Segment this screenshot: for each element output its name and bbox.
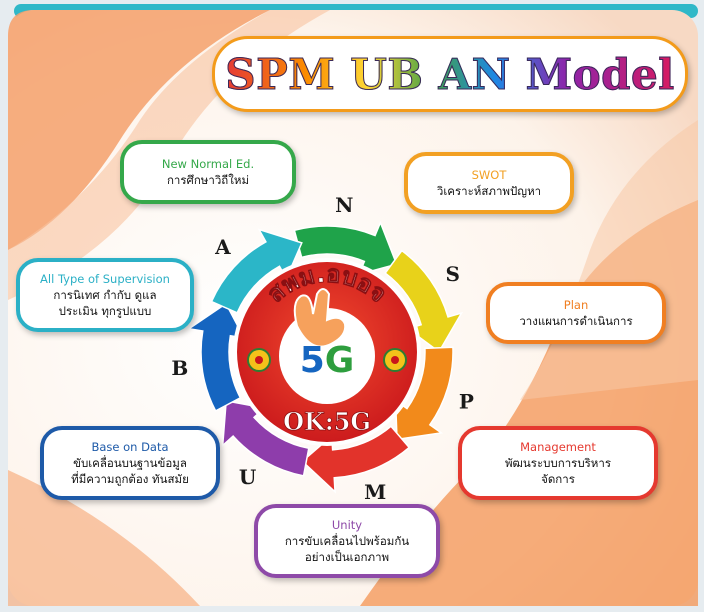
concept-description: พัฒนระบบการบริหาร — [504, 455, 612, 470]
cycle-letter-b: B — [171, 356, 188, 380]
hand-ok-icon — [293, 288, 347, 348]
cycle-letter-u: U — [239, 465, 256, 489]
concept-description: การนิเทศ กำกับ ดูแล — [53, 287, 157, 302]
cycle-letter-p: P — [459, 390, 474, 414]
concept-title: Base on Data — [91, 439, 169, 454]
concept-description: วางแผนการดำเนินการ — [519, 313, 633, 328]
concept-description: วิเคราะห์สภาพปัญหา — [436, 183, 542, 198]
concept-description: การศึกษาวิถีใหม่ — [166, 172, 250, 187]
hub-seal-icon — [383, 348, 407, 372]
swoosh-bottom-left — [8, 470, 200, 606]
concept-description: การขับเคลื่อนไปพร้อมกัน — [284, 533, 410, 548]
concept-description: จัดการ — [541, 471, 575, 486]
hub-center-label: 5G — [300, 340, 355, 381]
cycle-letter-m: M — [364, 480, 386, 504]
hub-bottom-label: OK:5G — [283, 407, 371, 436]
concept-description: ประเมิน ทุกรูปแบบ — [58, 303, 152, 318]
hub-seal-icon — [247, 348, 271, 372]
concept-title: All Type of Supervision — [40, 271, 170, 286]
cycle-ring: N S P M U B A — [171, 193, 474, 504]
concept-description: อย่างเป็นเอกภาพ — [304, 549, 390, 564]
concept-box-new-normal: New Normal Ed.การศึกษาวิถีใหม่ — [120, 140, 296, 204]
cycle-letter-n: N — [335, 193, 353, 217]
concept-description: ที่มีความถูกต้อง ทันสมัย — [71, 471, 189, 486]
cycle-letter-s: S — [445, 262, 459, 286]
concept-title: Unity — [331, 517, 363, 532]
concept-title: SWOT — [471, 167, 507, 182]
concept-title: New Normal Ed. — [161, 156, 255, 171]
title-banner: SPM UB AN Model — [212, 36, 688, 112]
concept-description: ขับเคลื่อนบนฐานข้อมูล — [73, 455, 187, 470]
concept-title: Plan — [563, 297, 589, 312]
cycle-arrow-a — [210, 228, 303, 314]
concept-title: Management — [520, 439, 596, 454]
diagram-title: SPM UB AN Model — [225, 49, 675, 99]
cycle-letter-a: A — [214, 235, 231, 259]
swoosh-top-left — [8, 10, 270, 250]
